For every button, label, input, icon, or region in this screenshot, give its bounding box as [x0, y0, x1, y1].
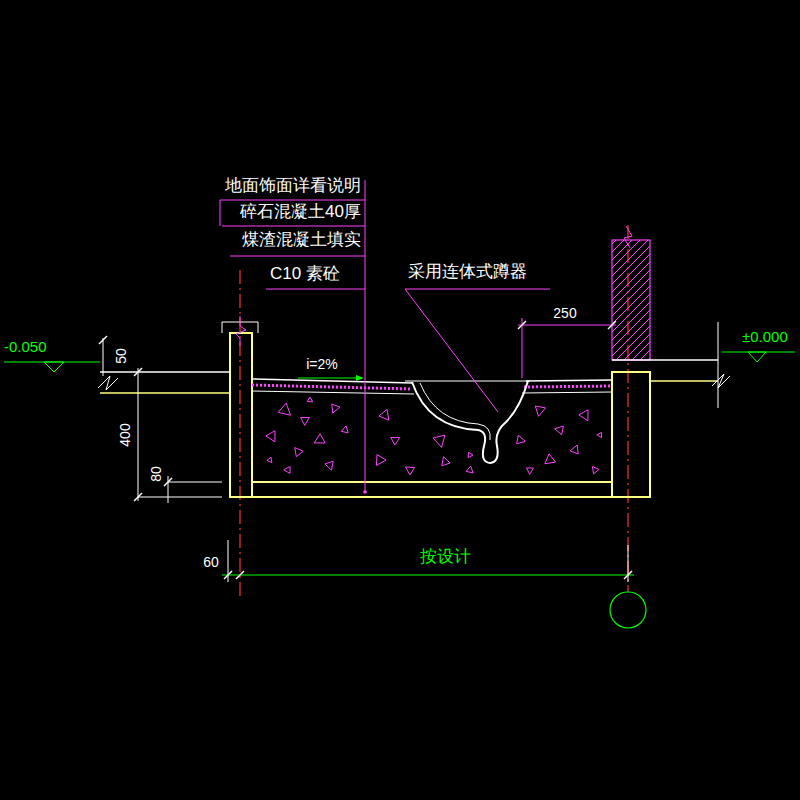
break-mark [98, 376, 118, 390]
rubble-piece [314, 434, 325, 443]
floor-surface [100, 371, 230, 373]
layer-line [522, 392, 612, 393]
pit-floor-surface [252, 379, 412, 383]
rubble-piece [325, 461, 333, 470]
dimension-tick [164, 478, 172, 486]
rubble-piece [266, 431, 275, 442]
leader-dot [363, 490, 367, 494]
slope-arrowhead [356, 375, 364, 381]
rubble-piece [278, 403, 290, 415]
dimension-text: 50 [113, 348, 129, 364]
extension-line [522, 318, 523, 378]
rubble-piece [592, 467, 599, 474]
dimension-text: 80 [148, 466, 164, 482]
rubble-piece [570, 445, 578, 454]
leader-underline [230, 256, 365, 257]
dimension-text: 按设计 [420, 547, 471, 567]
rubble-piece [468, 452, 473, 457]
rubble-piece [535, 406, 545, 416]
cinder-fill [266, 397, 602, 475]
leader-frame [220, 200, 221, 226]
rubble-piece [284, 467, 290, 474]
dimension-tick [99, 336, 107, 344]
axis-bubble [610, 592, 646, 628]
slab-bottom [100, 392, 230, 394]
rubble-piece [301, 417, 310, 425]
leader-underline [220, 200, 365, 201]
slab-bottom [650, 380, 718, 382]
rubble-piece [332, 404, 340, 413]
dimension-text: 60 [203, 554, 219, 570]
extension-line [168, 482, 222, 483]
dimension-line [138, 368, 139, 501]
layer-note: C10 素砼 [270, 264, 340, 284]
brick-wall [612, 240, 650, 360]
rubble-piece [545, 454, 556, 464]
leader-underline [266, 289, 365, 290]
layer-line [252, 391, 414, 394]
dimension-line [103, 338, 104, 376]
rubble-piece [406, 467, 415, 475]
rubble-piece [307, 397, 312, 402]
gravel-concrete-layer [252, 385, 412, 389]
curb-wall [230, 333, 252, 497]
rubble-piece [376, 455, 386, 466]
rubble-piece [442, 457, 450, 466]
leader-underline [405, 289, 550, 290]
layer-note: 碎石混凝土40厚 [240, 202, 361, 222]
dimension-tick [608, 321, 616, 329]
base-slab [252, 482, 612, 497]
level-triangle [44, 362, 64, 372]
rubble-piece [555, 426, 564, 435]
dimension-tick [236, 571, 244, 579]
pan-rim [405, 381, 530, 382]
dimension-text: 250 [553, 305, 576, 321]
rubble-piece [341, 426, 348, 433]
rubble-piece [527, 468, 534, 474]
dimension-tick [624, 571, 632, 579]
rubble-piece [433, 435, 445, 447]
rubble-piece [391, 438, 400, 446]
extension-line [718, 322, 719, 408]
wall-footing [612, 372, 650, 497]
pit-floor-surface [526, 380, 612, 381]
break-mark [712, 374, 730, 388]
slope-arrow [298, 377, 356, 378]
rubble-piece [517, 435, 526, 444]
break-mark [236, 316, 246, 346]
extension-line [628, 545, 629, 582]
squat-pan-inner [420, 383, 490, 440]
dimension-line [168, 476, 169, 503]
rubble-piece [379, 409, 389, 420]
leader-underline [222, 226, 365, 227]
extension-line [138, 497, 222, 498]
dimension-text: 400 [117, 423, 133, 446]
dimension-tick [518, 321, 526, 329]
slope-text: i=2% [306, 356, 338, 372]
layer-note: 煤渣混凝土填实 [242, 230, 361, 250]
floor-surface [650, 359, 718, 361]
level-mark: -0.050 [4, 338, 47, 355]
squat-pan [412, 381, 528, 463]
rubble-piece [579, 410, 588, 421]
wall-base-line [612, 359, 650, 361]
rubble-piece [267, 457, 272, 462]
break-mark [624, 226, 632, 248]
dimension-line [518, 325, 616, 326]
rubble-piece [597, 432, 602, 437]
gravel-concrete-layer [524, 386, 612, 387]
rubble-piece [466, 466, 473, 473]
dimension-tick [134, 368, 142, 376]
level-triangle [748, 352, 766, 362]
leader-line [405, 289, 498, 412]
level-mark: ±0.000 [742, 328, 788, 345]
dimension-tick [224, 571, 232, 579]
finish-note: 地面饰面详看说明 [225, 176, 361, 196]
dimension-line [222, 575, 634, 576]
fixture-note: 采用连体式蹲器 [408, 262, 527, 282]
rubble-piece [295, 448, 303, 457]
leader-line [365, 180, 366, 492]
